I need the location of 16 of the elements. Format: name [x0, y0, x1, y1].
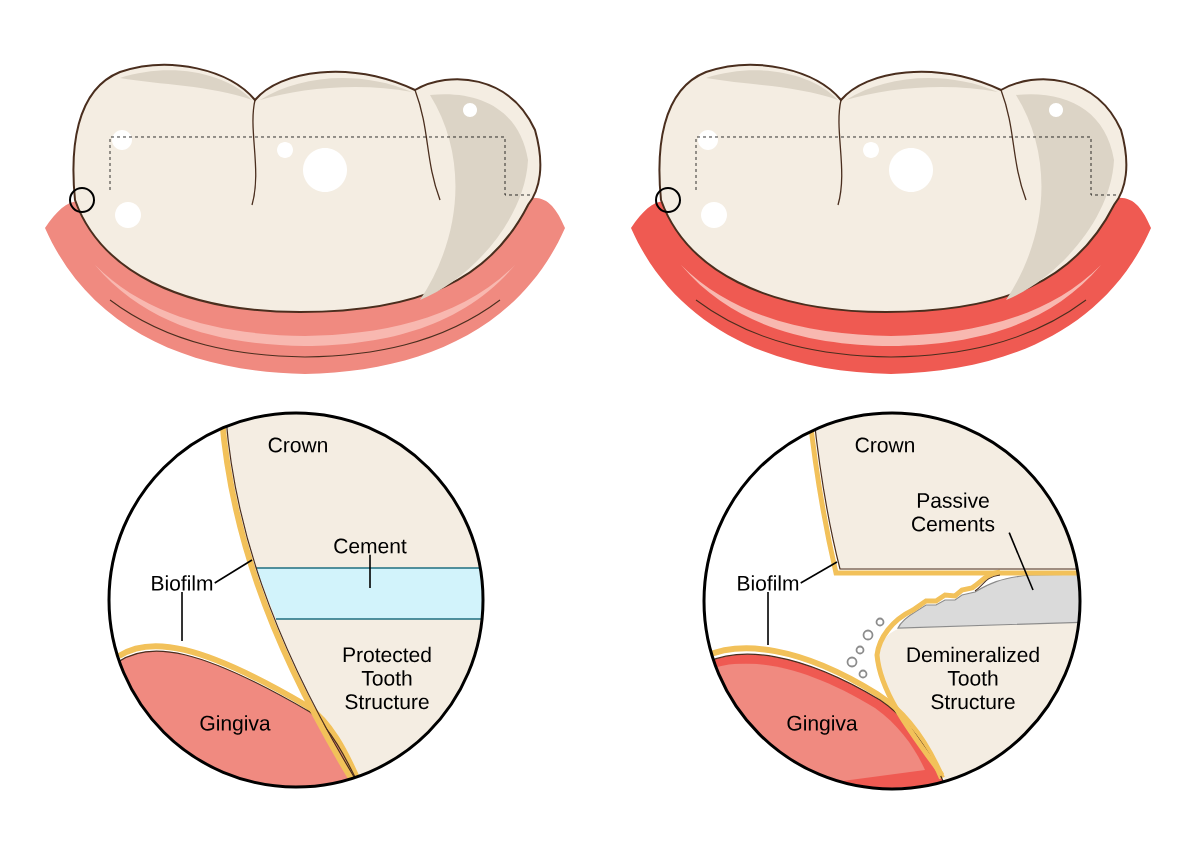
region-label: Crown [268, 437, 327, 453]
callout-label: Passive Cements [912, 492, 995, 532]
callout-label: Biofilm [152, 575, 213, 591]
leader-line [181, 591, 183, 642]
leader-line [767, 591, 769, 646]
region-label: Protected Tooth Structure [343, 646, 431, 710]
leader-line [213, 559, 253, 584]
callout-label: Biofilm [738, 575, 799, 591]
region-label: Gingiva [200, 715, 271, 735]
region-label: Demineralized Tooth Structure [907, 646, 1039, 710]
leader-line [1008, 531, 1034, 591]
callout-label: Cement [334, 538, 407, 554]
leader-line [799, 561, 838, 584]
region-label: Crown [855, 437, 914, 453]
leader-line [369, 553, 371, 589]
region-label: Gingiva [787, 715, 858, 735]
